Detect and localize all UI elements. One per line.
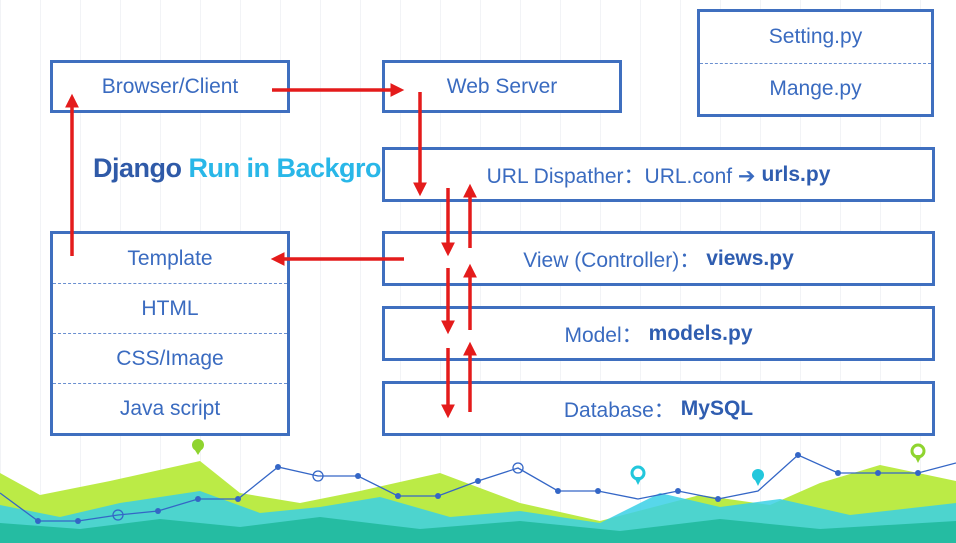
css-image-label: CSS/Image (116, 346, 224, 370)
web-server-label: Web Server (446, 74, 558, 98)
mange-py-cell: Mange.py (700, 64, 931, 115)
view-controller-label: View (Controller)： (523, 248, 701, 272)
template-label: Template (127, 246, 213, 270)
html-label: HTML (141, 296, 199, 320)
views-py-label: views.py (706, 246, 794, 270)
title-django: Django (93, 153, 182, 183)
html-cell: HTML (53, 284, 287, 334)
setting-py-cell: Setting.py (700, 12, 931, 64)
url-dispatcher-box: URL Dispather：URL.conf ➔ urls.py (382, 147, 935, 202)
models-py-label: models.py (648, 321, 753, 345)
urls-py-label: urls.py (761, 162, 831, 186)
web-server-box: Web Server (382, 60, 622, 113)
config-files-box: Setting.py Mange.py (697, 9, 934, 117)
java-script-cell: Java script (53, 384, 287, 433)
setting-py-label: Setting.py (768, 25, 863, 49)
deco-location-pins (192, 439, 926, 486)
database-label: Database： (563, 398, 675, 422)
deco-trend-dots (35, 452, 921, 524)
mysql-label: MySQL (680, 396, 754, 420)
database-box: Database： MySQL (382, 381, 935, 436)
template-cell: Template (53, 234, 287, 284)
model-label: Model： (564, 323, 643, 347)
template-stack-box: Template HTML CSS/Image Java script (50, 231, 290, 436)
browser-client-box: Browser/Client (50, 60, 290, 113)
css-image-cell: CSS/Image (53, 334, 287, 384)
mange-py-label: Mange.py (769, 76, 862, 100)
browser-client-label: Browser/Client (101, 74, 239, 98)
java-script-label: Java script (119, 396, 221, 420)
decorative-landscape (0, 439, 956, 543)
deco-teal-layer (0, 517, 956, 543)
url-dispatcher-label: URL Dispather：URL.conf ➔ (486, 164, 756, 188)
